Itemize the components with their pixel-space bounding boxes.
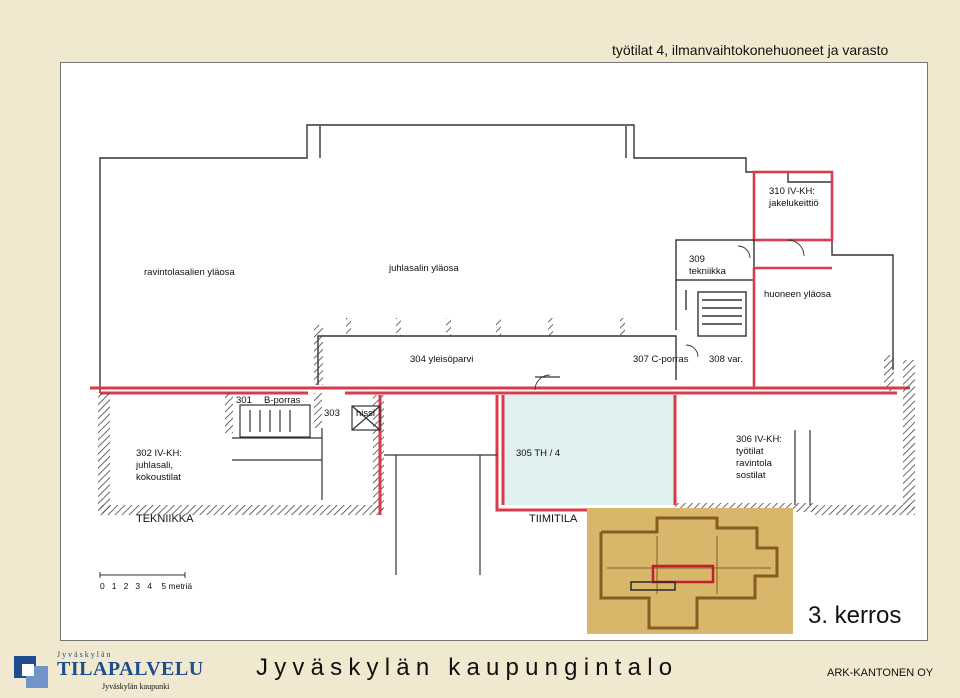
footer-credit: ARK-KANTONEN OY [827, 667, 934, 679]
room-310-walls [752, 170, 834, 242]
room-306-label-1: 306 IV-KH: [736, 434, 782, 445]
door-swings [534, 239, 805, 391]
room-309-walls [675, 239, 755, 337]
room-309-label-2: tekniikka [689, 266, 726, 277]
floor-label: 3. kerros [808, 602, 902, 629]
scale-bar-label: 0 1 2 3 4 5 metriä [100, 581, 193, 591]
room-301-label: 301 [236, 395, 252, 406]
room-306-label-3: ravintola [736, 458, 772, 469]
logo-top-text: Jyväskylän [57, 650, 113, 659]
room-305-fill [503, 395, 675, 505]
room-308-label: 308 var. [709, 354, 743, 365]
room-306-label-2: työtilat [736, 446, 764, 457]
key-map-thumbnail [587, 508, 793, 634]
scale-bar [99, 572, 186, 578]
logo-mark-icon [14, 656, 48, 688]
room-303-label: 303 [324, 408, 340, 419]
page-title: työtilat 4, ilmanvaihtokonehuoneet ja va… [612, 42, 889, 58]
ravintolasalien-label: ravintolasalien yläosa [144, 267, 235, 278]
logo-main-text: TILAPALVELU [57, 658, 204, 680]
room-302-label-1: 302 IV-KH: [136, 448, 182, 459]
room-310-label-1: 310 IV-KH: [769, 186, 815, 197]
room-304-walls [317, 335, 677, 385]
room-302-label-3: kokoustilat [136, 472, 181, 483]
room-306-label-4: sostilat [736, 470, 766, 481]
room-304-label: 304 yleisöparvi [410, 354, 474, 365]
logo-sub-text: Jyväskylän kaupunki [102, 682, 170, 691]
upper-walls [99, 124, 894, 393]
hissi-label: hissi [356, 408, 376, 419]
key-map-drawing [599, 516, 779, 630]
balcony-columns [314, 318, 894, 391]
room-309-label-1: 309 [689, 254, 705, 265]
room-308-walls [752, 266, 893, 390]
juhlasalin-label: juhlasalin yläosa [389, 263, 459, 274]
tiimitila-label: TIIMITILA [529, 513, 578, 525]
room-302-label-2: juhlasali, [136, 460, 173, 471]
tekniikka-label: TEKNIIKKA [136, 513, 194, 525]
room-310-label-2: jakelukeittiö [769, 198, 819, 209]
lower-hatched-walls [98, 360, 915, 515]
huoneen-label: huoneen yläosa [764, 289, 832, 300]
room-307-label: 307 C-porras [633, 354, 689, 365]
tilapalvelu-logo: Jyväskylän TILAPALVELU Jyväskylän kaupun… [12, 650, 203, 696]
red-corridor-line [90, 386, 910, 395]
room-305-label: 305 TH / 4 [516, 448, 561, 459]
b-porras-label: B-porras [264, 395, 301, 406]
stairs-elevator [232, 376, 811, 575]
footer-city-hall: Jyväskylän kaupungintalo [256, 654, 679, 681]
